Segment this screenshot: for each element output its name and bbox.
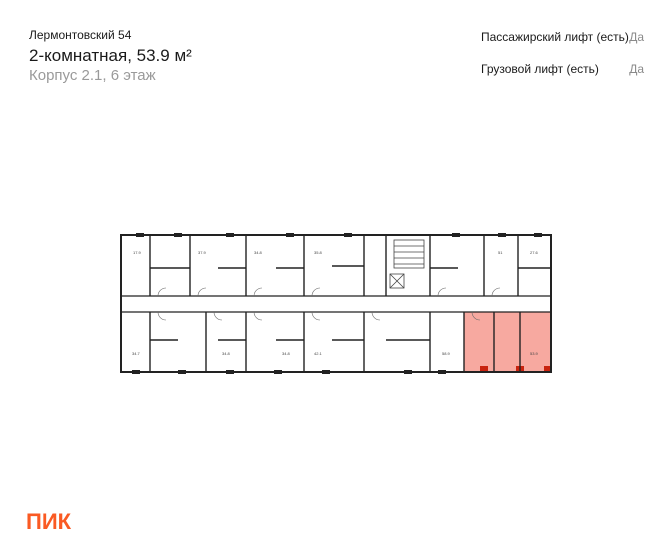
selected-apartment-balcony (544, 366, 552, 373)
room-area-label: 51 (498, 250, 503, 255)
feature-label: Грузовой лифт (есть) (481, 62, 599, 76)
floor-plan-drawing: 17.9 37.9 34.8 35.8 51 27.6 34.7 34.8 34… (120, 233, 552, 374)
room-area-label: 34.8 (254, 250, 263, 255)
room-areas-top: 17.9 37.9 34.8 35.8 51 27.6 (133, 250, 539, 255)
selected-apartment-balcony (480, 366, 488, 373)
room-area-label: 17.9 (133, 250, 142, 255)
feature-label: Пассажирский лифт (есть) (481, 30, 629, 44)
feature-value: Да (629, 62, 644, 76)
feature-row-freight-lift: Грузовой лифт (есть) Да (481, 62, 644, 76)
bottom-partitions (149, 312, 521, 372)
room-area-label: 42.1 (314, 351, 323, 356)
door-swings (157, 287, 501, 321)
room-areas-bottom: 34.7 34.8 34.8 42.1 58.9 53.9 (132, 351, 539, 356)
stair-core (389, 239, 425, 289)
room-area-label: 58.9 (442, 351, 451, 356)
selected-apartment[interactable] (464, 312, 552, 373)
room-area-label: 34.8 (282, 351, 291, 356)
feature-value: Да (629, 30, 644, 44)
room-area-label: 34.7 (132, 351, 141, 356)
room-area-label: 27.6 (530, 250, 539, 255)
room-area-label: 34.8 (222, 351, 231, 356)
apartment-title: 2-комнатная, 53.9 м² (29, 46, 192, 65)
feature-row-passenger-lift: Пассажирский лифт (есть) Да (481, 30, 644, 44)
pik-logo-graphic: ПИК (26, 509, 72, 534)
logo-text: ПИК (26, 510, 72, 532)
room-area-label: 37.9 (198, 250, 207, 255)
pik-logo: ПИК (26, 509, 88, 537)
room-area-label: 35.8 (314, 250, 323, 255)
floor-plan: 17.9 37.9 34.8 35.8 51 27.6 34.7 34.8 34… (118, 228, 554, 380)
building-outline (120, 234, 552, 373)
top-partitions (149, 235, 551, 296)
room-area-label: 53.9 (530, 351, 539, 356)
project-name: Лермонтовский 54 (29, 28, 132, 42)
window-marks (132, 233, 542, 374)
building-floor: Корпус 2.1, 6 этаж (29, 67, 156, 84)
